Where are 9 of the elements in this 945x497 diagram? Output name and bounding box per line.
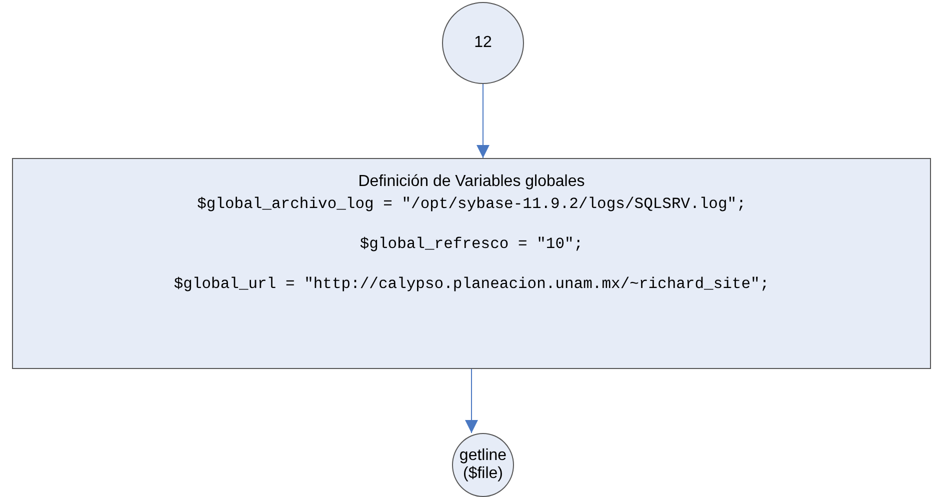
box-title: Definición de Variables globales <box>358 173 585 191</box>
arrow <box>465 368 478 434</box>
node-label: getline ($file) <box>458 447 508 483</box>
node-label: 12 <box>474 34 492 52</box>
arrow <box>476 84 490 158</box>
code-line: $global_refresco = "10"; <box>360 234 584 253</box>
process-box <box>12 158 931 369</box>
code-line: $global_archivo_log = "/opt/sybase-11.9.2/logs/SQLSRV.log"; <box>197 194 746 213</box>
code-line: $global_url = "http://calypso.planeacion.unam.mx/~richard_site"; <box>174 274 770 293</box>
